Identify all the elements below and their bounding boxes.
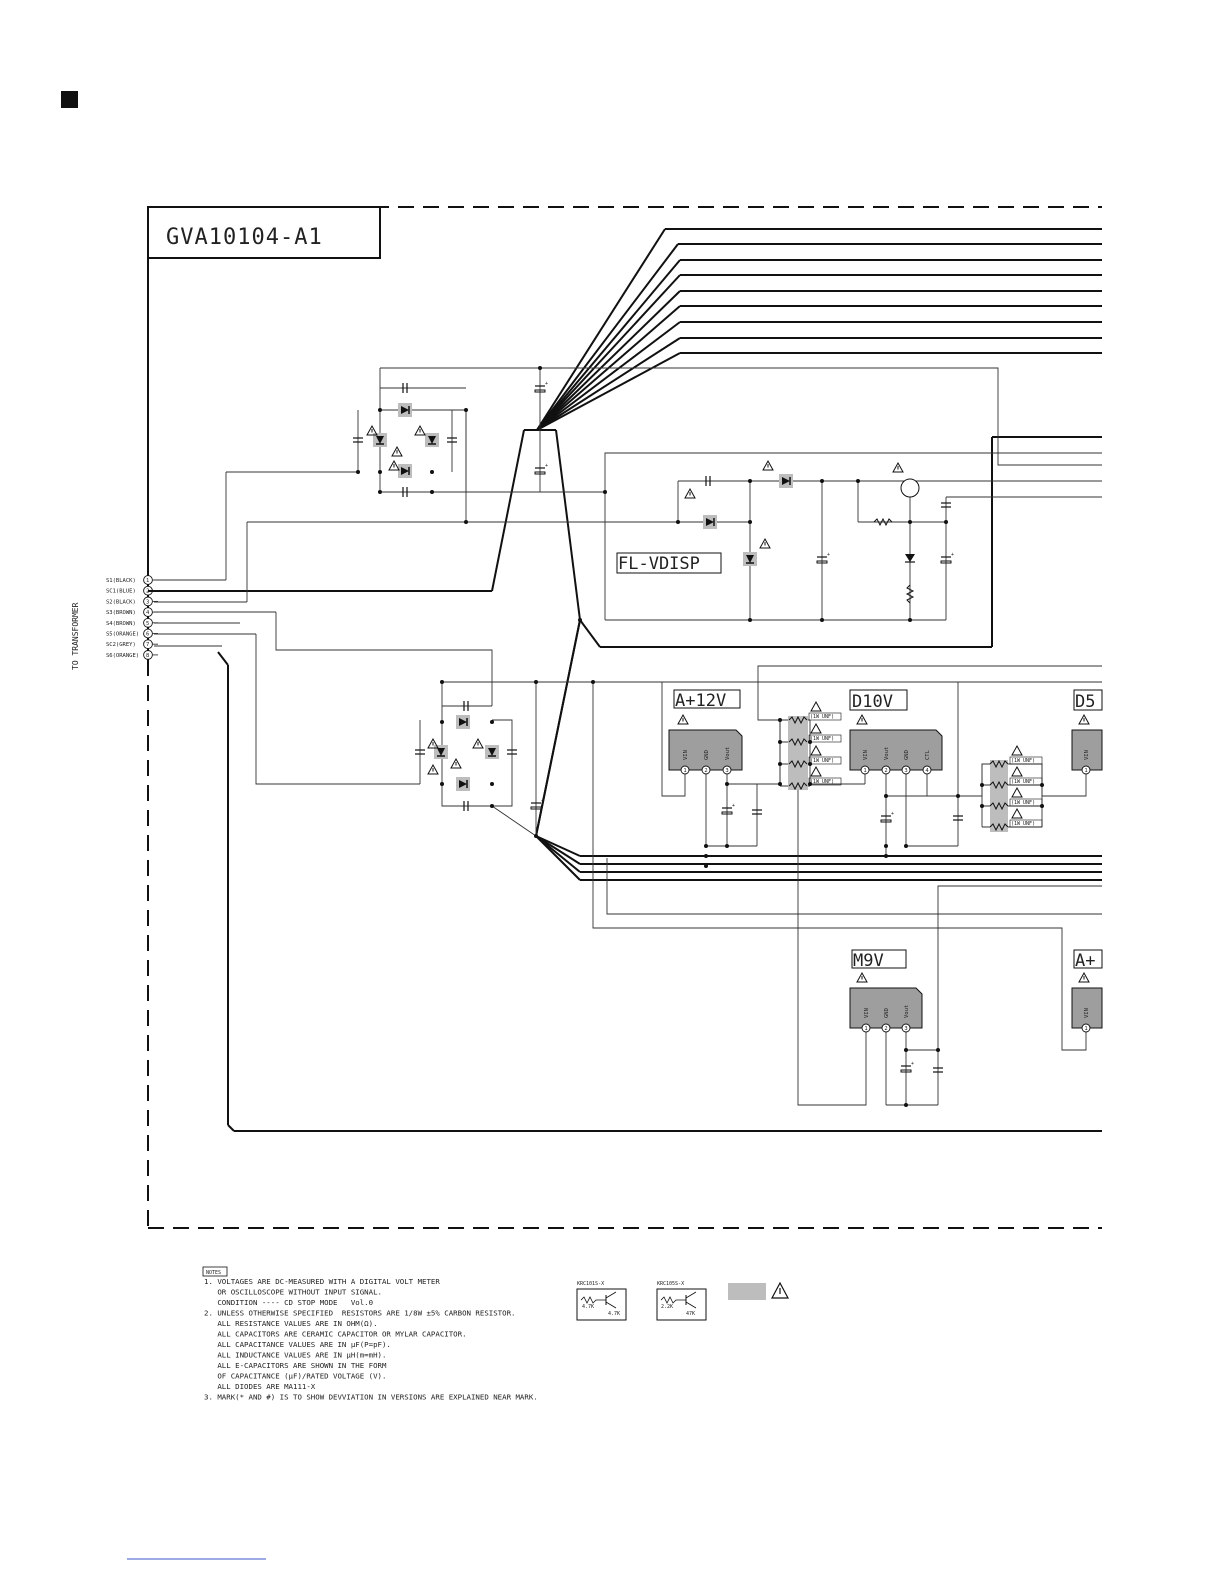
- transistor-legend-krc101s: KRC101S-X 4.7K 4.7K: [576, 1281, 627, 1321]
- connector-pin-label: S1(BLACK): [106, 578, 136, 584]
- fl-vdisp-label: FL-VDISP: [618, 554, 700, 574]
- resistor-rating: (1W UNF): [810, 714, 834, 720]
- section-marker: [61, 91, 78, 108]
- note-line: ALL E-CAPACITORS ARE SHOWN IN THE FORM: [204, 1361, 387, 1370]
- connector-pin-number: 6: [146, 632, 149, 638]
- regulator-a12v: A+12V VIN 1 GND 2 Vout 3: [668, 689, 763, 868]
- regulator-pin-number: 1: [864, 1026, 867, 1032]
- heavy-traces: [148, 228, 1102, 1132]
- note-line: OF CAPACITANCE (μF)/RATED VOLTAGE (V).: [204, 1372, 386, 1381]
- regulator-pin-number: 3: [904, 768, 907, 774]
- d5-label: D5: [1075, 692, 1095, 712]
- regulator-pin-name: GND: [704, 750, 710, 760]
- connector-pin-number: 1: [146, 578, 149, 584]
- note-line: ALL DIODES ARE MA111-X: [204, 1382, 316, 1391]
- fl-vdisp-section: FL-VDISP: [578, 460, 955, 622]
- regulator-pin-number: 1: [1084, 768, 1087, 774]
- regulator-pin-name: VIN: [1084, 750, 1090, 760]
- regulator-pin-number: 2: [704, 768, 707, 774]
- transistor-legend-krc105s: KRC105S-X 2.2K 47K: [656, 1281, 707, 1321]
- regulator-pin-number: 1: [863, 768, 866, 774]
- connector-pin-number: 8: [146, 653, 149, 659]
- connector-pin-number: 7: [146, 642, 149, 648]
- krc105s-r1: 2.2K: [661, 1304, 673, 1310]
- resistor-rating: (1W UNF): [1011, 821, 1035, 827]
- regulator-pin-number: 2: [884, 1026, 887, 1032]
- regulator-pin-number: 1: [1084, 1026, 1087, 1032]
- krc101s-r2: 4.7K: [608, 1311, 620, 1317]
- regulator-a-plus: A+ VIN 1: [1071, 949, 1103, 1033]
- resistor-bank-2: (1W UNF) (1W UNF) (1W UNF) (1W UNF): [980, 744, 1044, 832]
- regulator-pin-number: 3: [725, 768, 728, 774]
- krc105s-name: KRC105S-X: [657, 1281, 684, 1287]
- note-line: ALL RESISTANCE VALUES ARE IN OHM(Ω).: [204, 1319, 378, 1328]
- krc101s-r1: 4.7K: [582, 1304, 594, 1310]
- regulator-pin-name: VIN: [864, 1008, 870, 1018]
- regulator-pin-name: VIN: [683, 750, 689, 760]
- note-line: 3. MARK(* AND #) IS TO SHOW DEVVIATION I…: [204, 1393, 538, 1402]
- note-line: CONDITION ---- CD STOP MODE Vol.0: [204, 1298, 373, 1307]
- to-transformer-label: TO TRANSFORMER: [71, 602, 80, 670]
- connector-pin-label: S4(BROWN): [106, 621, 136, 627]
- note-line: OR OSCILLOSCOPE WITHOUT INPUT SIGNAL.: [204, 1288, 382, 1297]
- notes-tag: NOTES: [206, 1270, 221, 1276]
- regulator-pin-name: Vout: [884, 747, 890, 760]
- connector-pin-number: 3: [146, 599, 149, 605]
- resistor-rating: (1W UNF): [1011, 779, 1035, 785]
- note-line: ALL CAPACITANCE VALUES ARE IN μF(P=pF).: [204, 1340, 391, 1349]
- regulator-pin-name: GND: [904, 750, 910, 760]
- regulator-m9v: M9V VIN 1 GND 2 Vout 3: [849, 949, 944, 1107]
- resistor-rating: (1W UNF): [810, 736, 834, 742]
- connector-pin-label: SC2(GREY): [106, 642, 136, 648]
- regulator-pin-name: VIN: [1084, 1008, 1090, 1018]
- note-line: ALL INDUCTANCE VALUES ARE IN μH(m=mH).: [204, 1351, 386, 1360]
- safety-legend: [728, 1281, 789, 1300]
- note-line: 2. UNLESS OTHERWISE SPECIFIED RESISTORS …: [204, 1309, 515, 1318]
- resistor-rating: (1W UNF): [1011, 800, 1035, 806]
- a12v-label: A+12V: [675, 691, 726, 711]
- regulator-pin-name: Vout: [725, 747, 731, 760]
- connector-pin-number: 5: [146, 621, 149, 627]
- krc105s-r2: 47K: [686, 1311, 695, 1317]
- regulator-pin-number: 2: [884, 768, 887, 774]
- connector-pin-label: SC1(BLUE): [106, 589, 136, 595]
- connector-pin-label: S2(BLACK): [106, 599, 136, 605]
- board-outline: [147, 206, 1102, 1229]
- board-id: GVA10104-A1: [166, 225, 323, 250]
- note-line: ALL CAPACITORS ARE CERAMIC CAPACITOR OR …: [204, 1330, 467, 1339]
- connector-pin-label: S3(BROWN): [106, 610, 136, 616]
- connector-pin-number: 4: [146, 610, 150, 616]
- regulator-pin-number: 4: [925, 768, 929, 774]
- connector-pin-label: S5(ORANGE): [106, 632, 139, 638]
- regulator-pin-number: 1: [683, 768, 686, 774]
- regulator-pin-number: 3: [904, 1026, 907, 1032]
- connector-pin-label: S6(ORANGE): [106, 653, 139, 659]
- a-plus-label: A+: [1075, 951, 1095, 971]
- regulator-pin-name: GND: [884, 1008, 890, 1018]
- resistor-rating: (1W UNF): [810, 779, 834, 785]
- regulator-d10v: D10V VIN 1 Vout 2 GND 3 CTL 4: [849, 689, 964, 858]
- regulator-pin-name: CTL: [925, 749, 931, 760]
- bridge-rectifier-1: [352, 366, 607, 524]
- d10v-label: D10V: [852, 692, 893, 712]
- board-id-box: GVA10104-A1: [147, 206, 381, 259]
- regulator-pin-name: Vout: [904, 1005, 910, 1018]
- thin-traces: [154, 367, 1102, 1106]
- resistor-rating: (1W UNF): [810, 758, 834, 764]
- resistor-rating: (1W UNF): [1011, 758, 1035, 764]
- notes: NOTES 1. VOLTAGES ARE DC-MEASURED WITH A…: [202, 1266, 538, 1402]
- regulator-pin-name: VIN: [863, 750, 869, 760]
- krc101s-name: KRC101S-X: [577, 1281, 604, 1287]
- m9v-label: M9V: [853, 951, 884, 971]
- resistor-bank-1: (1W UNF) (1W UNF) (1W UNF) (1W UNF): [778, 700, 842, 790]
- note-line: 1. VOLTAGES ARE DC-MEASURED WITH A DIGIT…: [204, 1277, 440, 1286]
- connector-pin-number: 2: [146, 589, 149, 595]
- regulator-d5: D5 VIN 1: [1071, 689, 1103, 775]
